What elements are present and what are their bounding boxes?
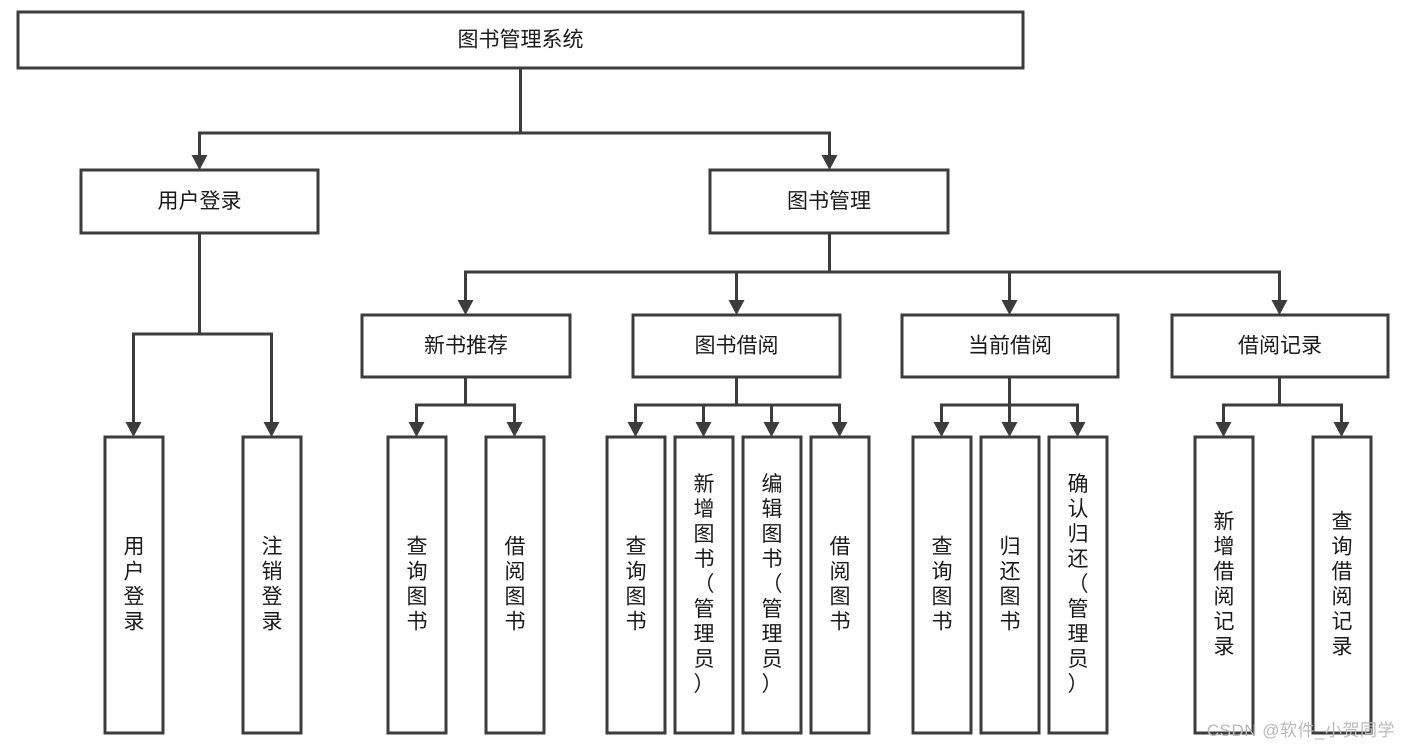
- node-leaf-confirm-return[interactable]: 确认归还（管理员）: [1047, 435, 1109, 735]
- arrow-head-icon: [408, 422, 425, 437]
- node-book-management[interactable]: 图书管理: [708, 168, 950, 235]
- node-user-login[interactable]: 用户登录: [79, 168, 320, 235]
- node-root[interactable]: 图书管理系统: [16, 10, 1025, 70]
- node-box: [631, 313, 842, 379]
- node-label: 新书推荐: [424, 335, 508, 358]
- node-box: [900, 313, 1120, 379]
- node-label: 注销登录: [262, 535, 283, 633]
- node-box: [1047, 435, 1109, 735]
- node-label: 查询图书: [626, 535, 647, 633]
- node-label: 用户登录: [124, 535, 145, 633]
- node-leaf-add-record[interactable]: 新增借阅记录: [1193, 435, 1255, 735]
- node-label: 借阅图书: [830, 535, 851, 633]
- node-label: 查询借阅记录: [1332, 510, 1353, 658]
- node-leaf-logout[interactable]: 注销登录: [241, 435, 303, 735]
- node-leaf-query-book-2[interactable]: 查询图书: [605, 435, 667, 735]
- arrow-head-icon: [1001, 300, 1018, 315]
- node-leaf-borrow-book-2[interactable]: 借阅图书: [809, 435, 871, 735]
- arrow-head-icon: [191, 155, 208, 170]
- node-label: 查询图书: [407, 535, 428, 633]
- arrow-head-icon: [1333, 422, 1350, 437]
- node-label: 图书管理: [787, 190, 871, 213]
- arrow-head-icon: [263, 422, 280, 437]
- arrow-head-icon: [457, 300, 474, 315]
- node-leaf-add-book[interactable]: 新增图书（管理员）: [673, 435, 735, 735]
- node-box: [708, 168, 950, 235]
- arrow-head-icon: [1001, 422, 1018, 437]
- node-label: 图书借阅: [695, 335, 779, 358]
- arrowhead-layer: [125, 155, 1350, 437]
- arrow-head-icon: [821, 155, 838, 170]
- node-label: 用户登录: [158, 190, 242, 213]
- arrow-head-icon: [763, 422, 780, 437]
- node-label: 图书管理系统: [458, 29, 584, 52]
- arrow-head-icon: [1069, 422, 1086, 437]
- node-box: [741, 435, 803, 735]
- arrow-head-icon: [831, 422, 848, 437]
- node-box: [605, 435, 667, 735]
- node-box: [673, 435, 735, 735]
- node-leaf-query-book-3[interactable]: 查询图书: [911, 435, 973, 735]
- node-box: [484, 435, 546, 735]
- node-borrow-record[interactable]: 借阅记录: [1170, 313, 1390, 379]
- node-layer: 图书管理系统用户登录图书管理新书推荐图书借阅当前借阅借阅记录用户登录注销登录查询…: [16, 10, 1390, 735]
- arrow-head-icon: [1271, 300, 1288, 315]
- node-leaf-borrow-book-1[interactable]: 借阅图书: [484, 435, 546, 735]
- node-box: [16, 10, 1025, 70]
- node-label: 归还图书: [1000, 535, 1021, 633]
- node-new-book-recommend[interactable]: 新书推荐: [360, 313, 572, 379]
- node-label: 借阅图书: [505, 535, 526, 633]
- node-label: 新增图书（管理员）: [694, 473, 715, 696]
- arrow-head-icon: [125, 422, 142, 437]
- node-label: 新增借阅记录: [1214, 510, 1235, 658]
- node-label: 确认归还（管理员）: [1068, 473, 1089, 696]
- node-box: [1311, 435, 1373, 735]
- node-label: 查询图书: [932, 535, 953, 633]
- arrow-head-icon: [627, 422, 644, 437]
- node-box: [1193, 435, 1255, 735]
- node-box: [386, 435, 448, 735]
- node-box: [360, 313, 572, 379]
- arrow-head-icon: [933, 422, 950, 437]
- node-label: 当前借阅: [968, 335, 1052, 358]
- node-leaf-query-record[interactable]: 查询借阅记录: [1311, 435, 1373, 735]
- node-label: 编辑图书（管理员）: [762, 473, 783, 696]
- node-leaf-user-login[interactable]: 用户登录: [103, 435, 165, 735]
- node-leaf-edit-book[interactable]: 编辑图书（管理员）: [741, 435, 803, 735]
- node-box: [979, 435, 1041, 735]
- arrow-head-icon: [1215, 422, 1232, 437]
- node-leaf-query-book-1[interactable]: 查询图书: [386, 435, 448, 735]
- node-box: [911, 435, 973, 735]
- node-box: [809, 435, 871, 735]
- arrow-head-icon: [506, 422, 523, 437]
- node-current-borrow[interactable]: 当前借阅: [900, 313, 1120, 379]
- node-box: [1170, 313, 1390, 379]
- node-book-borrow[interactable]: 图书借阅: [631, 313, 842, 379]
- node-leaf-return-book[interactable]: 归还图书: [979, 435, 1041, 735]
- arrow-head-icon: [695, 422, 712, 437]
- node-box: [103, 435, 165, 735]
- arrow-head-icon: [728, 300, 745, 315]
- node-box: [79, 168, 320, 235]
- node-label: 借阅记录: [1238, 335, 1322, 358]
- node-box: [241, 435, 303, 735]
- connector-layer: [132, 66, 1343, 424]
